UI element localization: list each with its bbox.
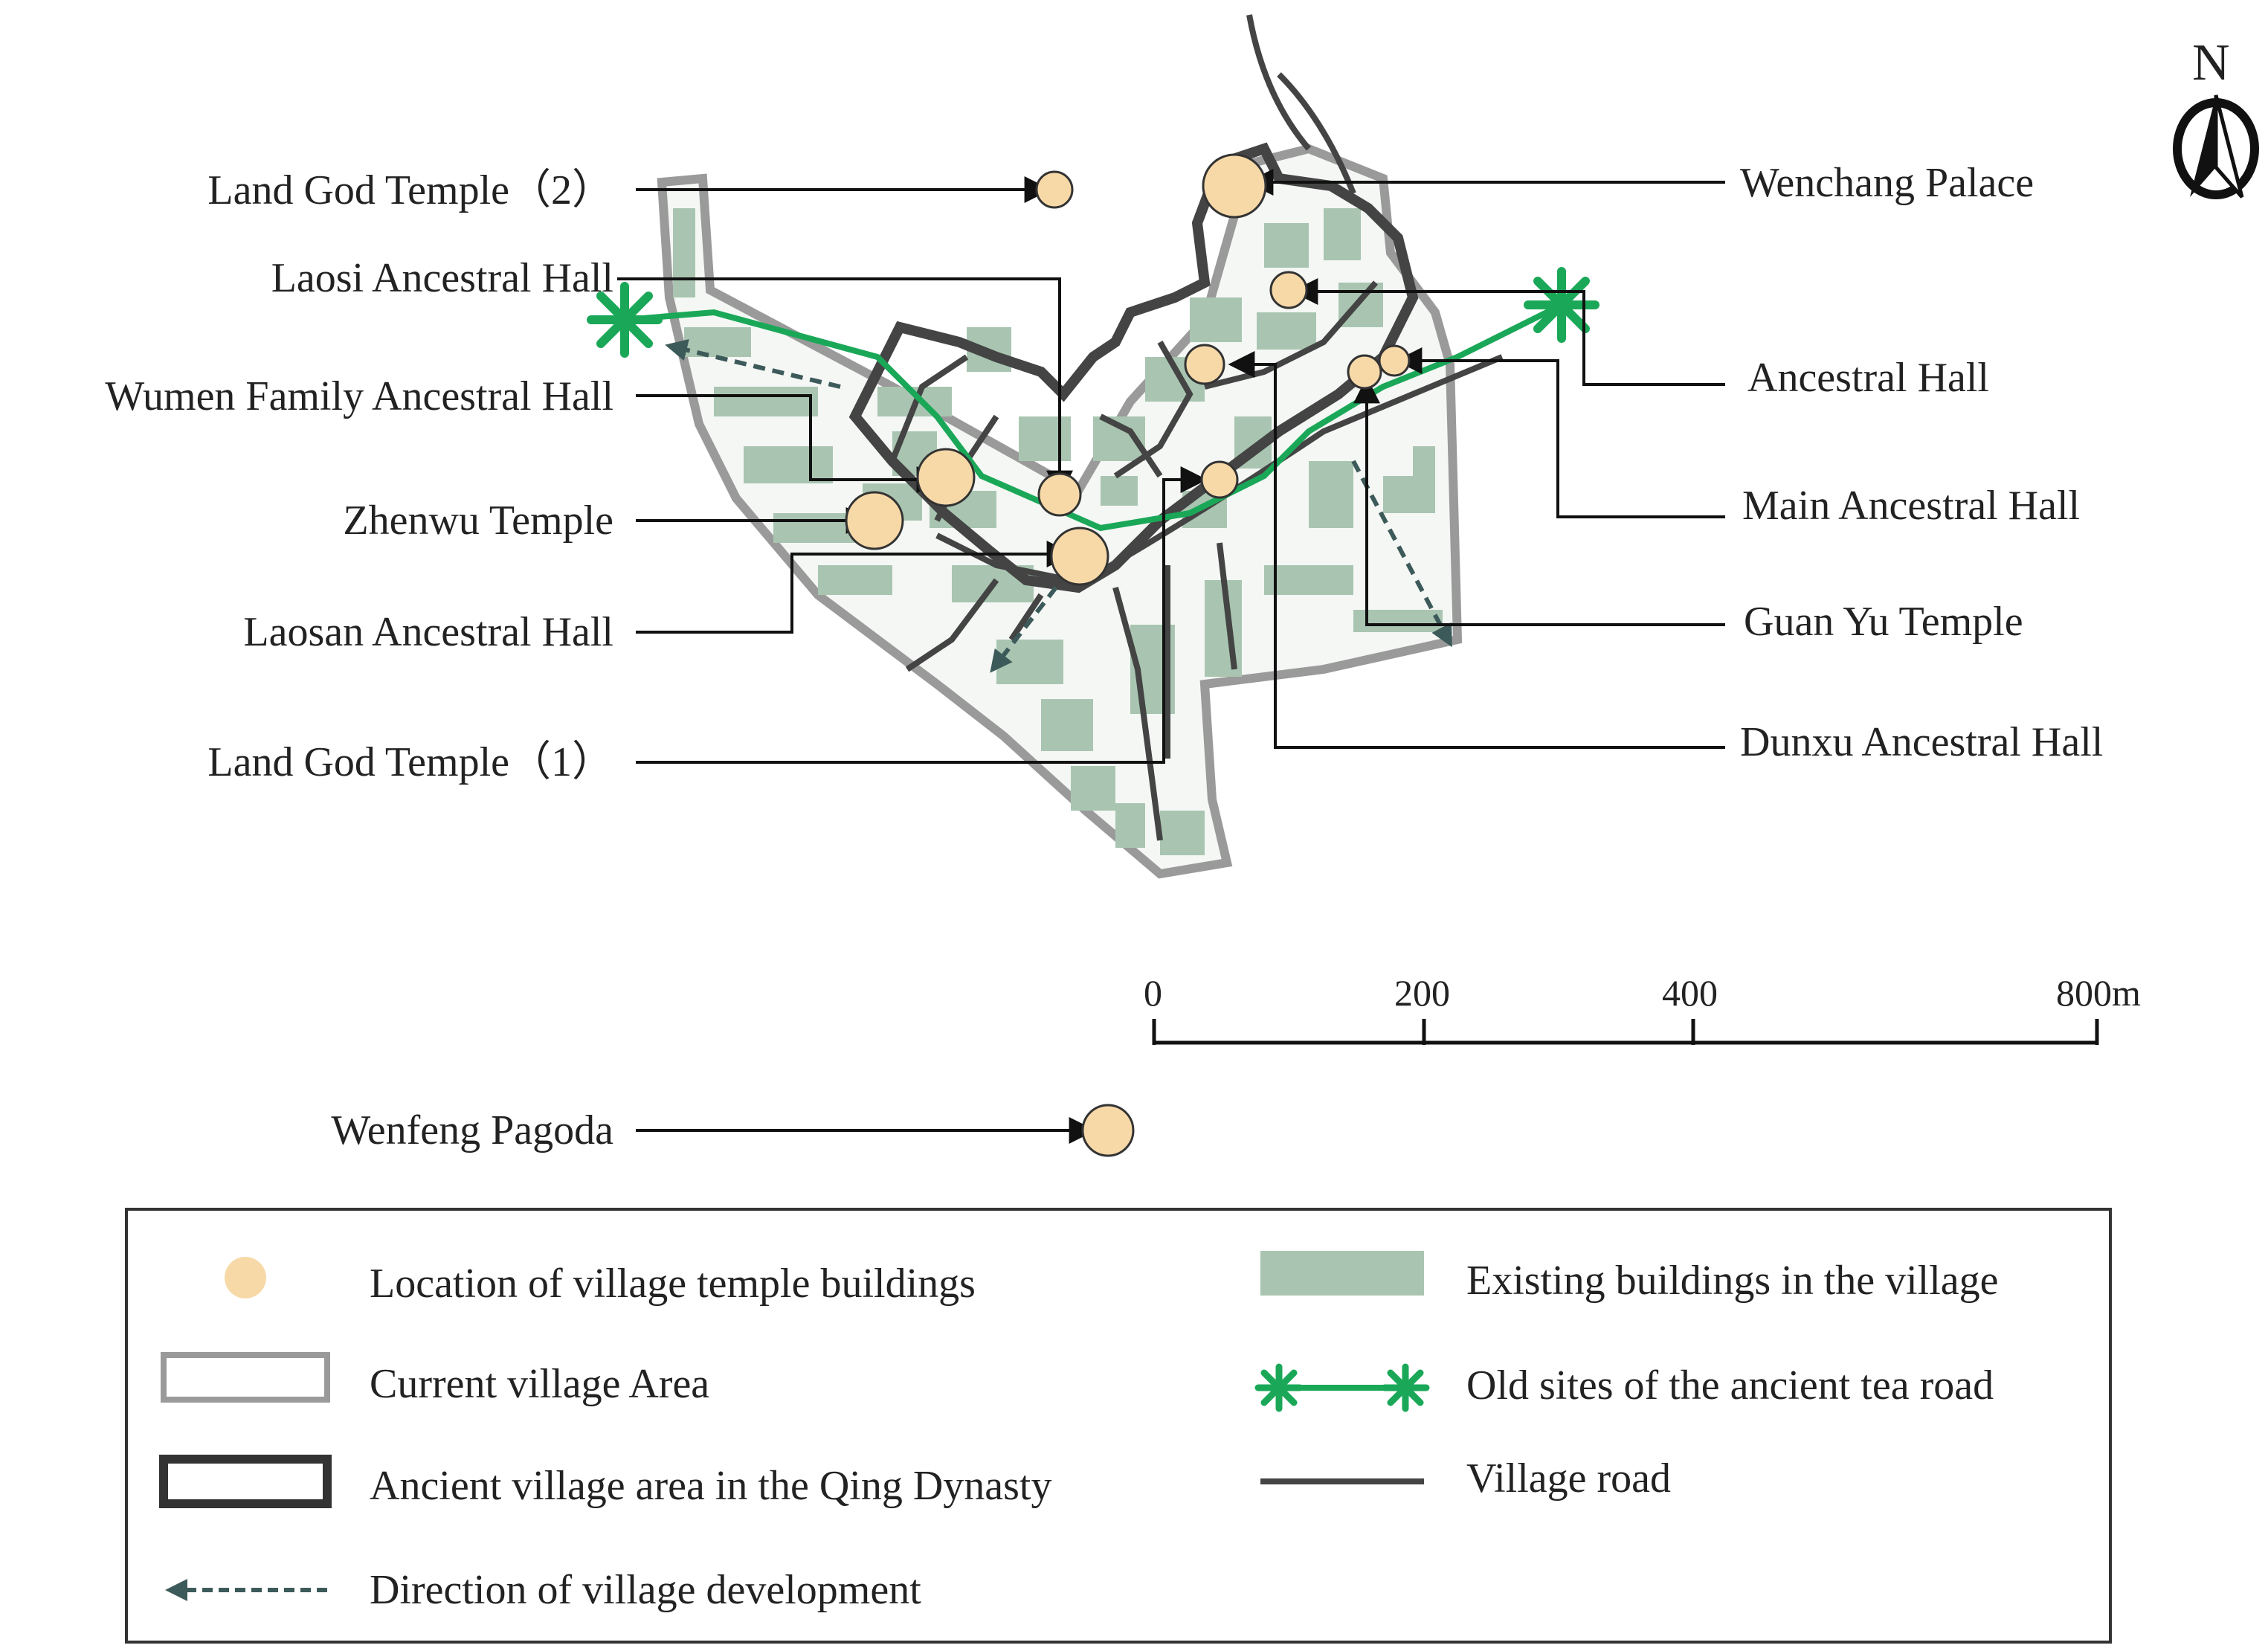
label-main-ancestral-hall: Main Ancestral Hall (1742, 483, 2081, 529)
scale-tick-400: 400 (1662, 972, 1718, 1014)
temple-wenfeng-pagoda (1081, 1104, 1135, 1157)
legend-label-development: Direction of village development (370, 1567, 921, 1613)
temple-dunxu-ancestral-hall (1184, 344, 1225, 385)
north-label: N (2192, 34, 2230, 91)
leader-lines (617, 169, 1725, 1144)
temple-wumen-ancestral-hall (916, 448, 976, 507)
label-ancestral-hall: Ancestral Hall (1747, 355, 1989, 401)
north-arrow-icon (2173, 94, 2259, 199)
label-laosi-ancestral-hall: Laosi Ancestral Hall (271, 255, 613, 301)
legend-swatches (159, 1251, 1430, 1601)
legend-label-current-area: Current village Area (370, 1361, 710, 1407)
temple-ancestral-hall (1269, 271, 1308, 309)
legend-label-buildings: Existing buildings in the village (1466, 1258, 1999, 1304)
label-dunxu-ancestral-hall: Dunxu Ancestral Hall (1740, 719, 2104, 765)
temple-main-ancestral-hall (1378, 344, 1411, 377)
label-wenfeng-pagoda: Wenfeng Pagoda (331, 1107, 613, 1153)
label-laosan-ancestral-hall: Laosan Ancestral Hall (243, 609, 613, 655)
legend (125, 1208, 2112, 1644)
temple-markers (845, 153, 1411, 1157)
temple-laosi-ancestral-hall (1037, 472, 1082, 517)
scale-bar (1152, 1019, 2099, 1045)
legend-label-tea-road: Old sites of the ancient tea road (1466, 1362, 1994, 1409)
temple-laosan-ancestral-hall (1050, 527, 1109, 586)
tea-road-west-site-icon (587, 282, 663, 358)
legend-label-temples: Location of village temple buildings (370, 1261, 976, 1307)
legend-current-area-swatch (161, 1352, 330, 1403)
scale-tick-0: 0 (1144, 972, 1162, 1014)
label-guan-yu-temple: Guan Yu Temple (1744, 599, 2023, 645)
label-wenchang-palace: Wenchang Palace (1740, 160, 2035, 206)
legend-qing-area-swatch (159, 1455, 332, 1508)
legend-tea-site-icon (1254, 1363, 1430, 1412)
scale-tick-800m: 800m (2056, 972, 2141, 1014)
temple-guan-yu (1347, 354, 1382, 390)
temple-zhenwu (845, 491, 904, 550)
temple-land-god-1 (1200, 460, 1239, 499)
temple-land-god-2 (1035, 170, 1074, 209)
qing-dynasty-area (848, 142, 1419, 593)
temple-wenchang-palace (1202, 153, 1267, 219)
label-zhenwu-temple: Zhenwu Temple (343, 498, 613, 544)
development-arrows (665, 338, 1452, 673)
village-roads (889, 14, 1504, 841)
ancient-tea-road (587, 267, 1599, 532)
legend-label-qing-area: Ancient village area in the Qing Dynasty (370, 1463, 1052, 1509)
label-land-god-temple-1: Land God Temple（1） (207, 739, 613, 785)
legend-label-village-road: Village road (1466, 1455, 1671, 1502)
label-land-god-temple-2: Land God Temple（2） (207, 167, 613, 213)
label-wumen-family-ancestral-hall: Wumen Family Ancestral Hall (105, 373, 613, 419)
legend-temple-swatch (225, 1257, 266, 1298)
legend-buildings-swatch (1260, 1251, 1424, 1296)
scale-tick-200: 200 (1394, 972, 1450, 1014)
